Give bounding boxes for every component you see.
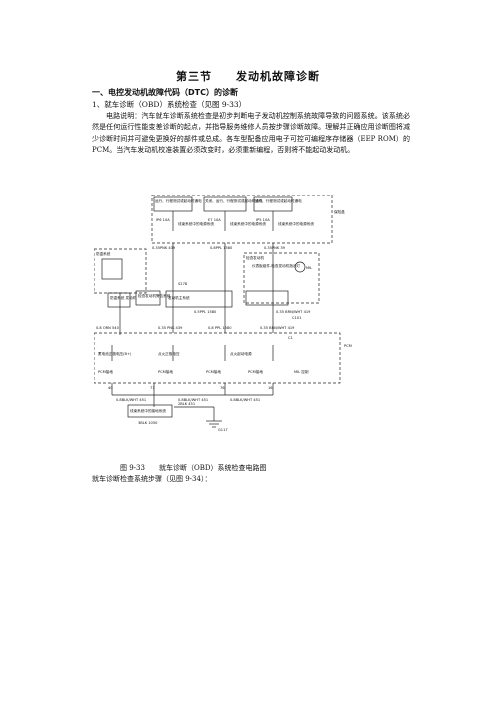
fuse-desc-1: 线束系统中的电源系统 [178,221,214,226]
obd-circuit-diagram: 运行、行程测试或起动时通电 关闭、运行、行程测试或起动时通电 运行、行程测试或起… [94,195,352,432]
box-run-label-3: 运行、行程测试或起动时通电 [255,198,302,203]
harness-ground-label: 线束系统中的接地系统 [130,408,166,413]
mil-lamp [294,261,306,273]
fuse-1: IP6 10A [156,218,170,222]
pcm-power-2: 点火正极电压 [158,351,180,356]
pcm-power-1: 蓄电池正极电压(B+) [98,351,132,356]
step-intro: 就车诊断检查系统步骤（见图 9-34）： [92,475,212,483]
wire-label-1: 0.35PNK 439 [152,246,176,250]
wire-label-2: 0.8PPL 1580 [210,246,233,250]
warning-box-label: 检查发动机警告系统 [138,293,171,298]
wire-label-8: 0.8 PPL 1580 [208,326,232,330]
fuse-box-label: 保险盒 [334,209,345,214]
figure-caption: 图 9-33 就车诊断（OBD）系统检查电路图 [120,464,267,472]
heading-dtc: 一、电控发动机故障代码（DTC）的诊断 [92,88,238,97]
splice-s278: S278 [178,282,188,286]
connector-c101: C101 [292,316,301,320]
pcm-outline [94,332,341,384]
wire-label-5: 0.35 BRN/WHT 419 [276,310,311,314]
theft-box-label: 防盗系统 发动机 [110,295,137,300]
connector-c1: C1 [288,336,293,340]
box-run-label-1: 运行、行程测试或起动时通电 [155,198,202,203]
fuse-desc-2: 线束系统中的电源系统 [230,221,266,226]
mil-label: MIL [306,266,312,270]
fuse-desc-3: 线束系统中的电源系统 [278,221,314,226]
wire-label-13: 2BLK 451 [178,402,195,406]
instrument-panel-outline [243,252,320,304]
pcm-label: PCM [344,344,352,348]
pcm-ground-4: PCM接地 [248,369,263,374]
pcm-ground-1: PCM接地 [98,369,113,374]
ground-g117: G117 [218,428,228,432]
ground-wire-label: 3BLK 1050 [138,421,158,425]
immobilizer-label: 防盗系统 [96,251,111,256]
pcm-ground-3: PCM接地 [206,369,221,374]
mil-control-label: MIL 控制 [294,369,309,374]
fuse-block-outline [151,195,333,244]
pcm-power-3: 点火起动电源 [230,351,252,356]
pin-4: 16 [268,386,273,390]
pin-1: 40 [108,386,113,390]
heading-obd: 1、就车诊断（OBD）系统检查（见图 9-33） [92,100,247,109]
wire-label-10: 0.8BLK/WHT 451 [116,398,146,402]
wire-label-6: 0.8 ORN 540 [96,326,120,330]
fuse-2: E7 10A [208,218,221,222]
box-run-label-2: 关闭、运行、行程测试或起动时通电 [205,198,263,203]
pcm-ground-2: PCM接地 [158,369,173,374]
dtc-lamp-label: 检查发动机 [246,255,264,260]
wire-label-11: 0.8BLK/WHT 451 [178,398,208,402]
pin-3: 76 [220,386,225,390]
engine-box-label: 发动机主系统 [168,295,190,300]
wire-label-4: 0.5PPL 1580 [194,310,217,314]
wire-label-3: 0.35PNK 39 [264,246,286,250]
wire-label-9: 0.35 BRN/WHT 419 [260,326,295,330]
body-paragraph: 电路说明：汽车就车诊断系统检查是初步判断电子发动机控制系统故障导致的问题系统。该… [92,112,410,154]
wire-label-12: 0.8BLK/WHT 451 [230,398,260,402]
section-title: 第三节 发动机故障诊断 [176,70,320,83]
fuse-3: IP5 10A [256,218,270,222]
mil-box-label: 仪表板组件-检查发动机指示灯 [252,263,300,268]
pin-2: 77 [150,386,155,390]
wire-label-7: 0.35 PNK 439 [158,326,183,330]
